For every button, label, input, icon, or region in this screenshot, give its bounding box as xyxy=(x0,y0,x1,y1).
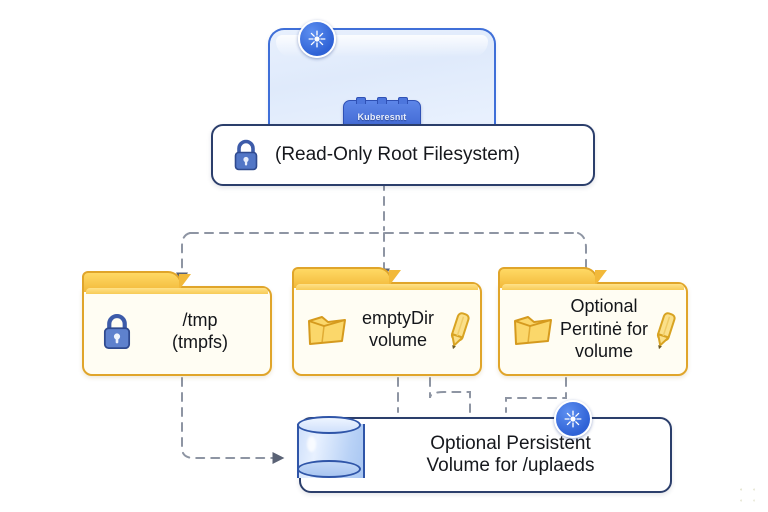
pencil-icon xyxy=(652,306,678,352)
kubernetes-chip-label: Kuberesnıt xyxy=(357,112,407,122)
folder-label-tmp: /tmp (tmpfs) xyxy=(172,309,228,353)
folder-node-emptydir[interactable]: emptyDir volume xyxy=(292,267,482,376)
lock-icon xyxy=(98,310,136,352)
folder-node-optional-volume[interactable]: Optional Perıtinė for volume xyxy=(498,267,688,376)
read-only-root-filesystem-node[interactable]: (Read-Only Root Filesystem) xyxy=(211,124,595,186)
folder-label-emptydir: emptyDir volume xyxy=(361,307,434,351)
folder-tab xyxy=(498,267,607,288)
database-cylinder-icon xyxy=(297,416,365,486)
pencil-icon xyxy=(446,306,472,352)
persistent-volume-label: Optional Persistent Volume for /uplaeds xyxy=(426,432,595,476)
corner-artifact xyxy=(736,484,762,506)
kubernetes-icon xyxy=(554,400,592,438)
folder-strip xyxy=(296,284,478,290)
open-folder-icon xyxy=(304,308,350,350)
folder-label-optional-volume: Optional Perıtinė for volume xyxy=(559,296,649,362)
kubernetes-icon xyxy=(298,20,336,58)
lock-icon xyxy=(229,137,263,173)
kubernetes-helm-glyph xyxy=(308,30,326,48)
folder-tab xyxy=(82,271,191,292)
folder-strip xyxy=(86,288,268,294)
open-folder-icon xyxy=(510,308,556,350)
read-only-root-filesystem-label: (Read-Only Root Filesystem) xyxy=(275,143,520,165)
folder-strip xyxy=(502,284,684,290)
folder-tab xyxy=(292,267,401,288)
folder-node-tmp[interactable]: /tmp (tmpfs) xyxy=(82,271,272,376)
kubernetes-helm-glyph xyxy=(564,410,582,428)
